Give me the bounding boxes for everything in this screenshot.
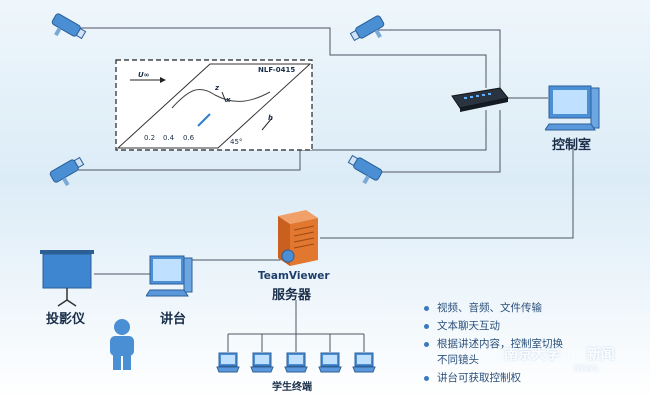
feature-item-continued: 不同镜头 xyxy=(437,352,479,367)
laptop-icon xyxy=(216,352,240,373)
panel-id-label: NLF-0415 xyxy=(258,66,296,74)
network-switch-icon xyxy=(451,87,509,112)
surveillance-camera-icon xyxy=(51,13,87,40)
z-label: z xyxy=(215,84,220,92)
feature-item: 文本聊天互动 xyxy=(424,318,500,333)
watermark-right: 新闻 xyxy=(586,347,615,363)
surveillance-camera-icon xyxy=(347,154,383,185)
control-room-label: 控制室 xyxy=(552,138,592,153)
bullet-dot xyxy=(424,375,429,381)
feature-item: 视频、音频、文件传输 xyxy=(424,300,542,315)
watermark: 南京大学 新闻 NEWS xyxy=(504,344,615,373)
laptop-icon xyxy=(352,352,376,373)
bullet-dot xyxy=(424,305,429,311)
laptop-icon xyxy=(250,352,274,373)
tick-label: 0.2 xyxy=(144,134,156,142)
surveillance-camera-icon xyxy=(349,15,385,42)
watermark-left: 南京大学 xyxy=(504,347,560,363)
tick-label: 0.6 xyxy=(183,134,195,142)
x-label: x xyxy=(226,96,231,104)
flow-label: U∞ xyxy=(138,71,150,79)
watermark-divider xyxy=(572,347,574,363)
podium-label: 讲台 xyxy=(160,312,187,327)
bullet-dot xyxy=(424,341,429,347)
computer-monitor-icon xyxy=(146,255,193,297)
feature-text: 文本聊天互动 xyxy=(437,320,500,332)
surveillance-camera-icon xyxy=(49,156,85,187)
laptop-icon xyxy=(318,352,342,373)
tick-label: 0.4 xyxy=(163,134,175,142)
server-name-label: TeamViewer xyxy=(258,270,330,282)
angle-label: 45° xyxy=(230,138,243,146)
feature-item: 讲台可获取控制权 xyxy=(424,370,521,385)
feature-text: 根据讲述内容，控制室切换 xyxy=(437,338,563,350)
feature-text: 不同镜头 xyxy=(437,354,479,366)
student-terminals-label: 学生终端 xyxy=(272,382,312,393)
computer-monitor-icon xyxy=(545,85,600,131)
h-label: h xyxy=(268,114,273,122)
server-tower-icon xyxy=(278,210,318,266)
feature-text: 讲台可获取控制权 xyxy=(437,372,521,384)
bullet-dot xyxy=(424,323,429,329)
watermark-sub: NEWS xyxy=(574,364,599,373)
projector-screen-icon xyxy=(40,250,94,307)
sketch-panel xyxy=(115,59,313,151)
feature-item: 根据讲述内容，控制室切换 xyxy=(424,336,563,351)
projector-label: 投影仪 xyxy=(46,312,86,327)
feature-text: 视频、音频、文件传输 xyxy=(437,302,542,314)
server-label: 服务器 xyxy=(272,288,312,303)
laptop-icon xyxy=(284,352,308,373)
person-icon xyxy=(110,319,134,370)
